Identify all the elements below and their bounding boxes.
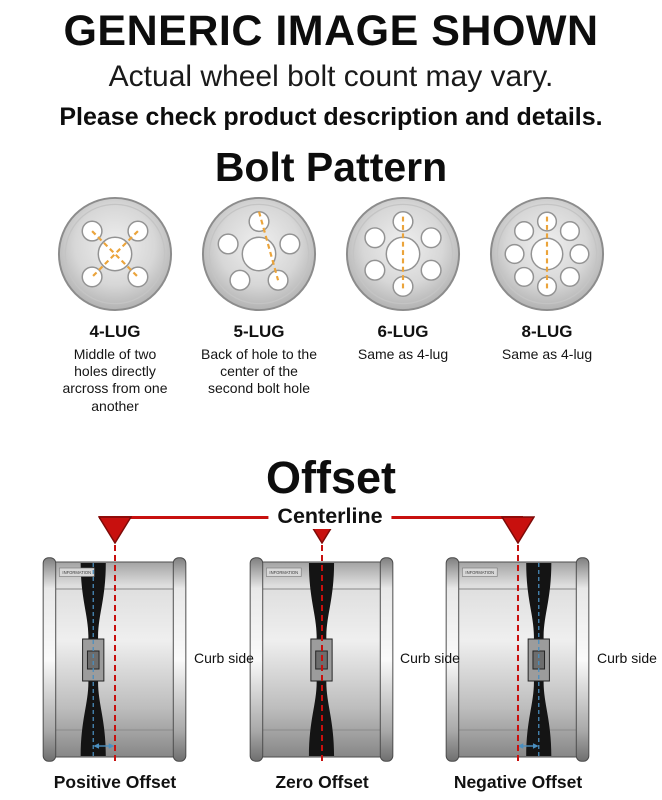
- lug-column-4: 4-LUG Middle of two holes directly arcro…: [43, 195, 187, 414]
- header-subtitle: Actual wheel bolt count may vary.: [108, 60, 554, 94]
- six-lug-wheel-icon: [345, 197, 461, 312]
- centerline-label: Centerline: [268, 504, 392, 529]
- header-note: Please check product description and det…: [59, 103, 603, 132]
- lug-label: 4-LUG: [89, 322, 141, 342]
- rim-stamp-plate: [266, 567, 302, 577]
- bolt-pattern-row: 4-LUG Middle of two holes directly arcro…: [0, 195, 662, 414]
- curb-side-label: Curb side: [597, 650, 657, 666]
- offset-title: Offset: [265, 452, 396, 503]
- rim-lip: [42, 557, 57, 762]
- rim-lip: [379, 557, 394, 762]
- lug-column-6: 6-LUG Same as 4-lug: [331, 195, 475, 414]
- rim-lip: [445, 557, 460, 762]
- lug-label: 8-LUG: [521, 322, 573, 342]
- four-lug-wheel-icon: [57, 197, 173, 312]
- header-title: GENERIC IMAGE SHOWN: [63, 7, 599, 55]
- lug-label: 5-LUG: [233, 322, 285, 342]
- centerline-arrow-icon: [501, 516, 535, 544]
- offset-type-label-positive: Positive Offset: [53, 772, 177, 792]
- rim-stamp-text: INFORMATION: [465, 570, 494, 575]
- lug-column-8: 8-LUG Same as 4-lug: [475, 195, 619, 414]
- rim-lip: [172, 557, 187, 762]
- lug-description: Back of hole to the center of the second…: [201, 346, 317, 397]
- offset-section: Offset Centerline INFORMATION: [0, 452, 662, 800]
- centerline-arrow-icon: [98, 516, 132, 544]
- rim-stamp-text: INFORMATION: [269, 570, 298, 575]
- centerline-dashed-line: [113, 545, 116, 761]
- rim-lip: [575, 557, 590, 762]
- lug-description: Middle of two holes directly arcross fro…: [62, 346, 168, 414]
- curb-side-label: Curb side: [400, 650, 460, 666]
- measure-dash-line: [91, 230, 139, 278]
- lug-column-5: 5-LUG Back of hole to the center of the …: [187, 195, 331, 414]
- curb-side-label: Curb side: [194, 650, 254, 666]
- offset-type-label-negative: Negative Offset: [453, 772, 583, 792]
- rim-stamp-text: INFORMATION: [62, 570, 91, 575]
- offset-measure-arrow: [517, 743, 539, 749]
- lug-label: 6-LUG: [377, 322, 429, 342]
- centerline-dashed-line: [320, 545, 323, 761]
- lug-description: Same as 4-lug: [501, 346, 593, 363]
- rim-stamp-plate: [462, 567, 498, 577]
- lug-description: Same as 4-lug: [357, 346, 449, 363]
- centerline-dashed-line: [516, 545, 519, 761]
- bolt-pattern-title: Bolt Pattern: [214, 144, 448, 191]
- eight-lug-wheel-icon: [489, 197, 605, 312]
- rim-lip: [249, 557, 264, 762]
- measure-dash-line: [257, 211, 280, 281]
- offset-measure-arrow: [93, 743, 115, 749]
- five-lug-wheel-icon: [201, 197, 317, 312]
- offset-type-label-zero: Zero Offset: [275, 772, 369, 792]
- rim-stamp-plate: [59, 567, 95, 577]
